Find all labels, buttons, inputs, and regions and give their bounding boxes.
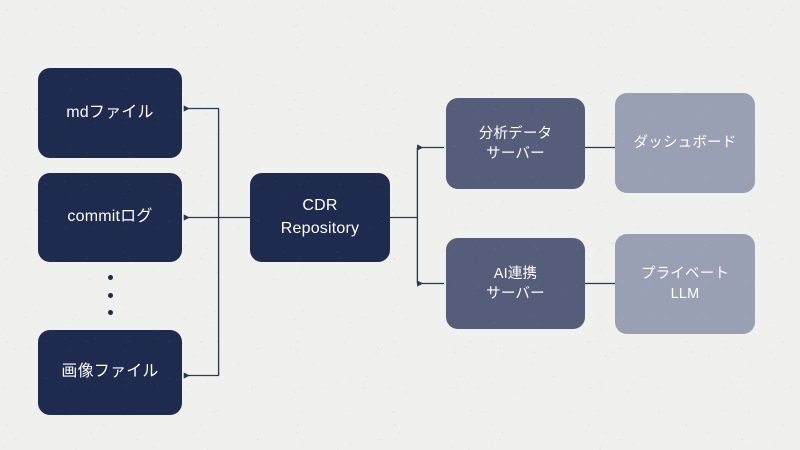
- ellipsis-dot: [107, 275, 113, 280]
- node-commit-log[interactable]: commitログ: [38, 173, 182, 262]
- node-cdr-repository[interactable]: CDR Repository: [250, 173, 390, 262]
- vertical-ellipsis: [107, 275, 113, 315]
- node-image-file[interactable]: 画像ファイル: [38, 330, 182, 415]
- node-commit-log-label: commitログ: [67, 208, 153, 226]
- node-analytics-server[interactable]: 分析データ サーバー: [446, 98, 585, 189]
- node-private-llm[interactable]: プライベート LLM: [615, 234, 755, 334]
- node-dashboard[interactable]: ダッシュボード: [615, 93, 755, 193]
- node-ai-server-label: AI連携 サーバー: [486, 265, 545, 302]
- node-cdr-repository-label: CDR Repository: [280, 197, 360, 237]
- node-md-file-label: mdファイル: [66, 103, 154, 121]
- node-dashboard-label: ダッシュボード: [633, 135, 737, 151]
- node-md-file[interactable]: mdファイル: [38, 68, 182, 158]
- node-private-llm-label: プライベート LLM: [640, 266, 730, 302]
- node-ai-server[interactable]: AI連携 サーバー: [446, 238, 585, 329]
- node-image-file-label: 画像ファイル: [61, 363, 159, 381]
- node-analytics-server-label: 分析データ サーバー: [478, 125, 553, 162]
- ellipsis-dot: [107, 292, 113, 298]
- ellipsis-dot: [107, 310, 113, 315]
